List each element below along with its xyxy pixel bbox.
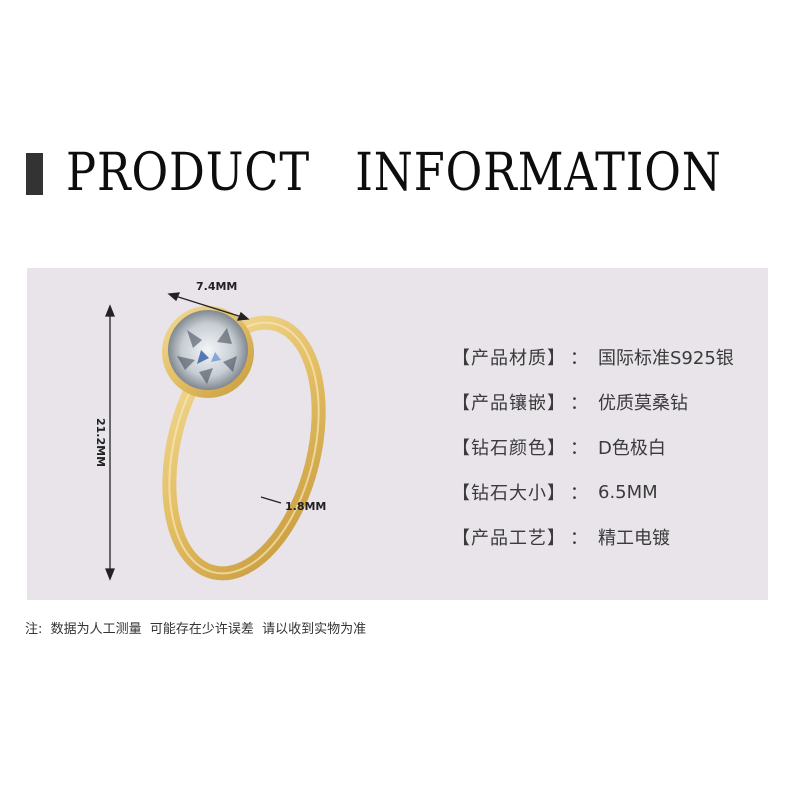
spec-value: 精工电镀 — [598, 528, 670, 550]
title-accent-bar — [26, 153, 43, 195]
spec-row-craft: 【产品工艺】 ： 精工电镀 — [452, 515, 734, 560]
spec-value: 国际标准S925银 — [598, 347, 734, 369]
spec-value: 6.5MM — [598, 481, 658, 503]
spec-label: 【产品材质】 — [452, 347, 566, 369]
measurement-note: 注: 数据为人工测量 可能存在少许误差 请以收到实物为准 — [25, 622, 367, 637]
spec-value: D色极白 — [598, 437, 666, 459]
spec-label: 【产品镶嵌】 — [452, 392, 566, 414]
spec-row-size: 【钻石大小】 ： 6.5MM — [452, 470, 734, 515]
spec-label: 【产品工艺】 — [452, 528, 566, 550]
spec-row-setting: 【产品镶嵌】 ： 优质莫桑钻 — [452, 379, 734, 424]
spec-colon: ： — [570, 392, 588, 414]
ring-height-label: 21.2MM — [94, 418, 107, 468]
spec-colon: ： — [570, 483, 588, 505]
ring-image — [105, 292, 326, 581]
page-title: PRODUCT INFORMATION — [66, 143, 722, 203]
spec-colon: ： — [570, 528, 588, 550]
spec-list: 【产品材质】 ： 国际标准S925银 【产品镶嵌】 ： 优质莫桑钻 【钻石颜色】… — [452, 334, 734, 560]
band-width-label: 1.8MM — [285, 500, 327, 513]
product-info-panel: 7.4MM 21.2MM 1.8MM — [27, 268, 768, 600]
stone-width-label: 7.4MM — [196, 280, 238, 293]
spec-colon: ： — [570, 437, 588, 459]
spec-label: 【钻石大小】 — [452, 483, 566, 505]
spec-label: 【钻石颜色】 — [452, 437, 566, 459]
spec-value: 优质莫桑钻 — [598, 392, 688, 414]
spec-colon: ： — [570, 347, 588, 369]
spec-row-color: 【钻石颜色】 ： D色极白 — [452, 424, 734, 469]
spec-row-material: 【产品材质】 ： 国际标准S925银 — [452, 334, 734, 379]
